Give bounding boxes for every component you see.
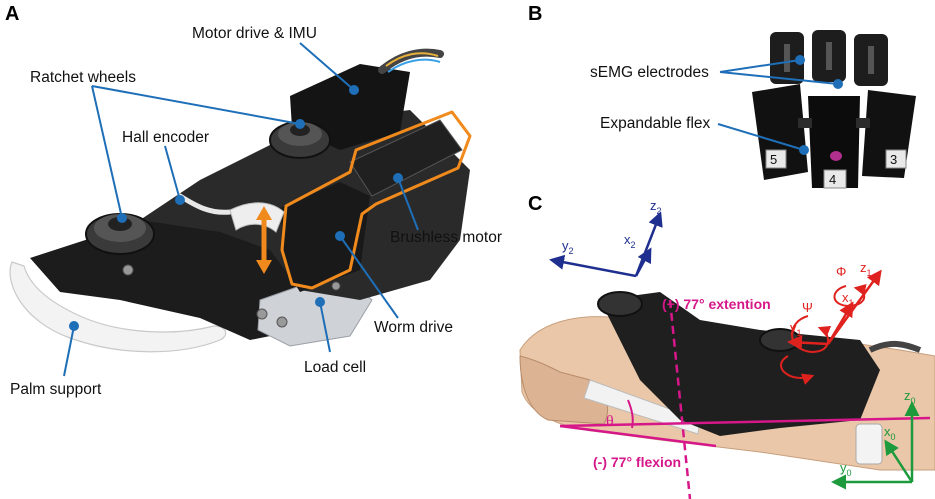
label-hall-encoder: Hall encoder [122, 129, 209, 146]
cable-wire [385, 52, 439, 67]
psi-label: Ψ [802, 300, 813, 315]
frame1-y-label: y1 [790, 320, 802, 338]
phi-rotation [833, 284, 867, 308]
pod-number-plate [765, 149, 787, 169]
frame1-x-label: x1 [842, 290, 854, 308]
label-expandable-flex: Expandable flex [600, 115, 711, 132]
logo-mark [830, 151, 842, 161]
panel-c-letter: C [528, 193, 542, 215]
psi-rotation [791, 315, 832, 354]
cable-wire [387, 58, 441, 73]
frame1-y-arrow [787, 335, 829, 351]
pod-number: 5 [770, 152, 777, 167]
hand-angle-line [559, 424, 717, 448]
label-palm-support: Palm support [10, 381, 102, 398]
panel-b-letter: B [528, 3, 542, 25]
leader-lines-a [63, 42, 419, 377]
label-semg-electrodes: sEMG electrodes [590, 64, 709, 81]
reference-line [559, 416, 931, 428]
frame2-x-arrow [634, 247, 652, 277]
frame0-y-label: y0 [840, 460, 852, 478]
label-flexion: (-) 77° flexion [593, 454, 681, 470]
flex-link [798, 118, 812, 128]
pod-number: 4 [829, 172, 836, 187]
pod-number: 3 [890, 152, 897, 167]
electrode [826, 42, 832, 70]
frame2-z-label: z2 [650, 198, 662, 216]
palm-piece [583, 379, 701, 435]
leader-lines-b [717, 55, 843, 155]
label-ratchet-wheels: Ratchet wheels [30, 69, 136, 86]
extension-flexion-axis [668, 299, 692, 499]
frame-1-axes: z1 x1 y1 Φ Ψ [780, 260, 882, 385]
device-wheel [597, 291, 643, 317]
electrode [784, 44, 790, 72]
panel-c: C (+) 77° extention (-) 77° flexion θ z2… [519, 193, 935, 499]
ratchet-wheel-rear [269, 121, 331, 159]
pod-4 [808, 96, 860, 188]
palm-support-strap [9, 261, 227, 353]
frame1-z-label: z1 [860, 260, 872, 278]
orange-double-arrow [256, 206, 272, 274]
frame1-z-arrow [826, 269, 882, 345]
panel-a-letter: A [5, 3, 19, 25]
frame2-y-arrow [549, 254, 637, 278]
orange-outline-motor [280, 110, 472, 290]
white-link [229, 202, 285, 233]
electrode [868, 46, 874, 74]
frame0-x-arrow [884, 439, 914, 483]
armband: 5 4 3 [752, 30, 916, 189]
pod-number-plate [823, 169, 847, 189]
frame2-y-label: y2 [562, 238, 574, 256]
frame2-x-label: x2 [624, 232, 636, 250]
label-motor-drive-imu: Motor drive & IMU [192, 25, 317, 42]
frame2-z-arrow [634, 211, 663, 277]
device-body [600, 292, 880, 436]
bolts [122, 264, 341, 328]
frame-2-axes: z2 x2 y2 [549, 198, 663, 278]
wrist-strap [855, 423, 883, 465]
label-brushless-motor: Brushless motor [390, 229, 502, 246]
panel-b: B 5 4 3 [528, 3, 916, 189]
label-theta: θ [606, 413, 614, 430]
worm-drive-housing [280, 182, 370, 292]
pod-number-plate [885, 149, 907, 169]
frame0-x-label: x0 [884, 424, 896, 442]
label-extension: (+) 77° extention [662, 296, 771, 312]
brushless-motor [349, 119, 463, 197]
theta-arc [627, 399, 634, 429]
label-worm-drive: Worm drive [374, 319, 453, 336]
label-load-cell: Load cell [304, 359, 366, 376]
frame0-z-label: z0 [904, 388, 916, 406]
theta-rotation [780, 355, 815, 385]
device-cable [868, 341, 922, 353]
frame-0-axes: z0 x0 y0 [831, 388, 920, 490]
phi-label: Φ [836, 264, 846, 279]
panel-a: A [5, 3, 502, 398]
flex-link [856, 118, 870, 128]
frame1-x-arrow [826, 301, 854, 345]
